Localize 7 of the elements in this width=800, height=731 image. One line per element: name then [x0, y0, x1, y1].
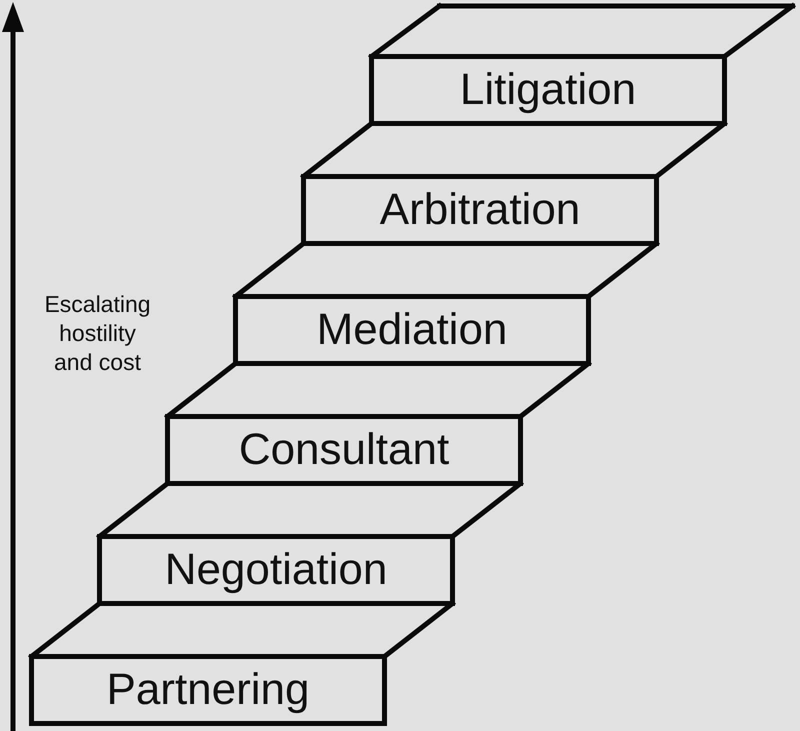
stair-step: Litigation: [369, 54, 727, 126]
axis-label: Escalating hostility and cost: [43, 290, 152, 377]
stair-step: Partnering: [29, 654, 387, 726]
stair-step: Mediation: [233, 294, 591, 366]
stair-step: Negotiation: [97, 534, 455, 606]
stair-step: Consultant: [165, 414, 523, 486]
stair-step: Arbitration: [301, 174, 659, 246]
